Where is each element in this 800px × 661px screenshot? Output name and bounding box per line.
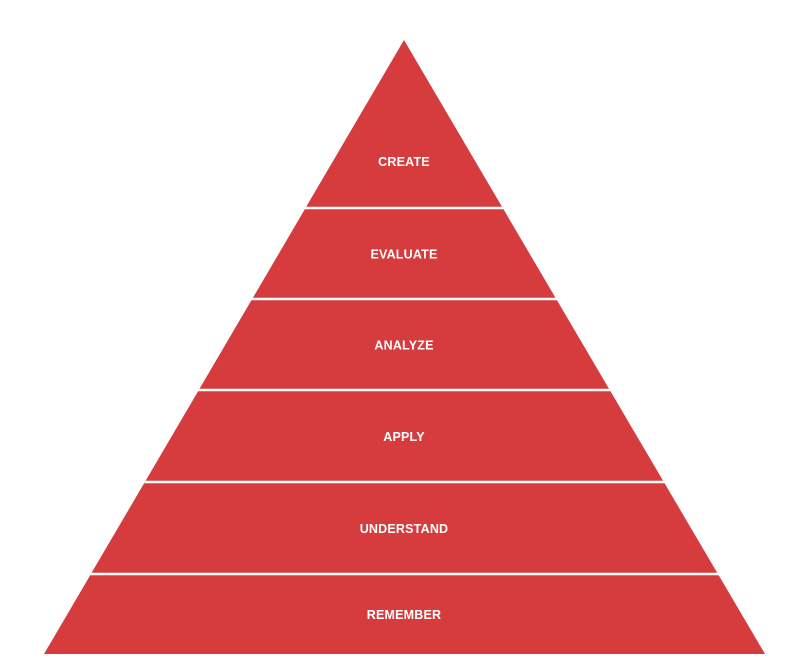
tier-label-analyze: ANALYZE [374,339,433,353]
pyramid-tier-understand [91,483,718,573]
tier-label-apply: APPLY [383,430,425,444]
pyramid-tier-evaluate [252,209,556,298]
pyramid-labels: CREATE EVALUATE ANALYZE APPLY UNDERSTAND REME… [360,155,449,622]
pyramid-tiers [44,40,765,654]
tier-label-evaluate: EVALUATE [370,248,437,262]
pyramid-tier-remember [44,575,765,654]
pyramid-tier-create [306,40,502,207]
tier-label-understand: UNDERSTAND [360,522,449,536]
pyramid-tier-apply [145,391,664,481]
pyramid-tier-analyze [199,300,609,389]
tier-label-create: CREATE [378,155,430,169]
tier-label-remember: REMEMBER [367,608,442,622]
